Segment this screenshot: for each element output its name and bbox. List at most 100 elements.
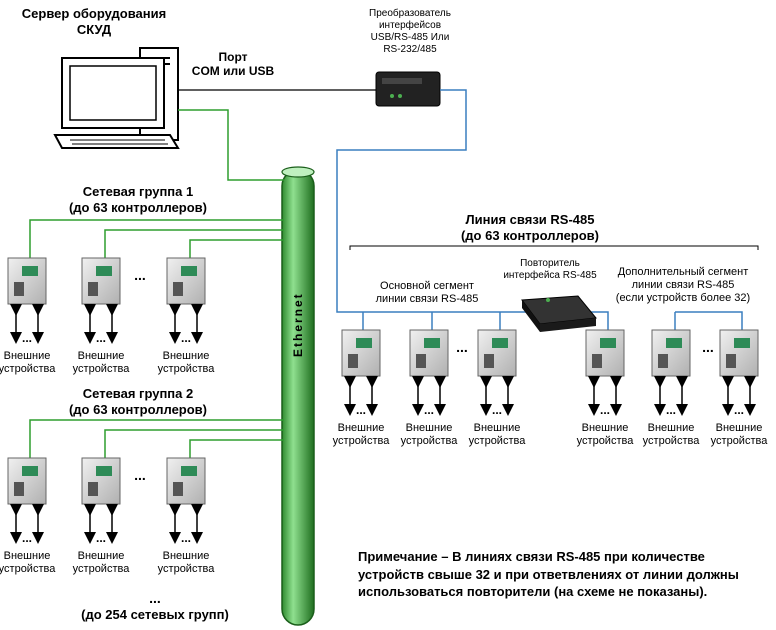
controller-icon [166, 257, 206, 305]
converter-line3: USB/RS-485 Или [370, 32, 450, 43]
group1-lines [29, 219, 284, 258]
arrow-dots: ... [666, 403, 676, 417]
controller-icon [409, 329, 449, 377]
external-devices-line1: Внешние [337, 422, 385, 434]
converter-line2: интерфейсов [378, 20, 442, 31]
rs485-brace [349, 245, 759, 250]
server-computer-icon [53, 47, 180, 149]
external-devices-line1: Внешние [3, 350, 51, 362]
controller-icon [7, 457, 47, 505]
converter-line1: Преобразователь [369, 8, 451, 19]
server-label: Сервер оборудования СКУД [20, 6, 168, 37]
main-segment-line1: Основной сегмент [380, 280, 474, 292]
arrow-dots: ... [22, 531, 32, 545]
converter-label: Преобразователь интерфейсов USB/RS-485 И… [355, 8, 465, 56]
external-devices-line1: Внешние [581, 422, 629, 434]
rs485-label: Линия связи RS-485 (до 63 контроллеров) [430, 212, 630, 243]
ellipsis-dots: ... [134, 267, 146, 283]
arrow-dots: ... [181, 531, 191, 545]
server-title-line1: Сервер оборудования [21, 6, 167, 21]
server-ethernet-line [178, 109, 284, 181]
group1-line2: (до 63 контроллеров) [68, 199, 208, 215]
controller-icon [651, 329, 691, 377]
converter-device-icon [375, 71, 441, 107]
external-devices-line2: устройства [642, 435, 700, 448]
external-devices-line2: устройства [157, 563, 215, 576]
external-devices-line1: Внешние [77, 550, 125, 562]
arrow-dots: ... [734, 403, 744, 417]
rs485-trunk-line [336, 89, 530, 313]
arrow-dots: ... [424, 403, 434, 417]
external-devices-line2: устройства [0, 563, 56, 576]
converter-line4: RS-232/485 [383, 44, 437, 55]
ellipsis-dots: ... [702, 339, 714, 355]
controller-icon [166, 457, 206, 505]
controller-icon [81, 457, 121, 505]
arrow-dots: ... [181, 331, 191, 345]
arrows-layer: ........................................… [10, 267, 756, 545]
group2-line2: (до 63 контроллеров) [68, 401, 208, 417]
external-devices-line1: Внешние [162, 550, 210, 562]
arrow-dots: ... [96, 331, 106, 345]
repeater-line1: Повторитель [520, 258, 580, 269]
controller-icon [719, 329, 759, 377]
port-line1: Порт [218, 50, 248, 64]
ellipsis-dots: ... [456, 339, 468, 355]
group2-lines [29, 419, 284, 458]
more-groups-label: ... (до 254 сетевых групп) [60, 590, 250, 622]
rs485-drop-lines [362, 311, 743, 330]
more-groups-text: (до 254 сетевых групп) [81, 606, 229, 622]
external-devices-line2: устройства [468, 435, 526, 448]
external-devices-line2: устройства [400, 435, 458, 448]
extra-segment-label: Дополнительный сегмент линии связи RS-48… [603, 266, 763, 306]
external-devices-line2: устройства [72, 563, 130, 576]
arrow-dots: ... [96, 531, 106, 545]
external-devices-line1: Внешние [3, 550, 51, 562]
server-title-line2: СКУД [76, 21, 112, 37]
external-devices-line2: устройства [710, 435, 768, 448]
port-line2: COM или USB [191, 64, 275, 79]
group2-label: Сетевая группа 2 (до 63 контроллеров) [48, 386, 228, 417]
controller-icon [7, 257, 47, 305]
external-devices-line1: Внешние [162, 350, 210, 362]
external-devices-line1: Внешние [473, 422, 521, 434]
group1-label: Сетевая группа 1 (до 63 контроллеров) [48, 184, 228, 215]
controller-icon [585, 329, 625, 377]
rs485-line2: (до 63 контроллеров) [460, 227, 600, 243]
extra-segment-line1: Дополнительный сегмент [617, 266, 749, 278]
controller-icon [81, 257, 121, 305]
group2-line1: Сетевая группа 2 [82, 386, 194, 401]
external-devices-line2: устройства [157, 363, 215, 376]
main-segment-line2: линии связи RS-485 [375, 293, 479, 306]
rs485-line1: Линия связи RS-485 [465, 212, 595, 227]
external-devices-line2: устройства [576, 435, 634, 448]
controllers-layer [7, 257, 759, 505]
arrow-dots: ... [600, 403, 610, 417]
external-devices-line2: устройства [72, 363, 130, 376]
extra-segment-line2: линии связи RS-485 [631, 279, 735, 292]
external-devices-line2: устройства [0, 363, 56, 376]
extra-segment-line3: (если устройств более 32) [615, 292, 751, 305]
external-devices-line1: Внешние [77, 350, 125, 362]
arrow-dots: ... [492, 403, 502, 417]
ethernet-pipe [281, 166, 315, 626]
controller-icon [341, 329, 381, 377]
repeater-device-icon [521, 295, 597, 332]
external-devices-line1: Внешние [715, 422, 763, 434]
arrow-dots: ... [356, 403, 366, 417]
more-groups-dots: ... [149, 590, 161, 606]
external-devices-line1: Внешние [647, 422, 695, 434]
port-label: Порт COM или USB [188, 50, 278, 79]
